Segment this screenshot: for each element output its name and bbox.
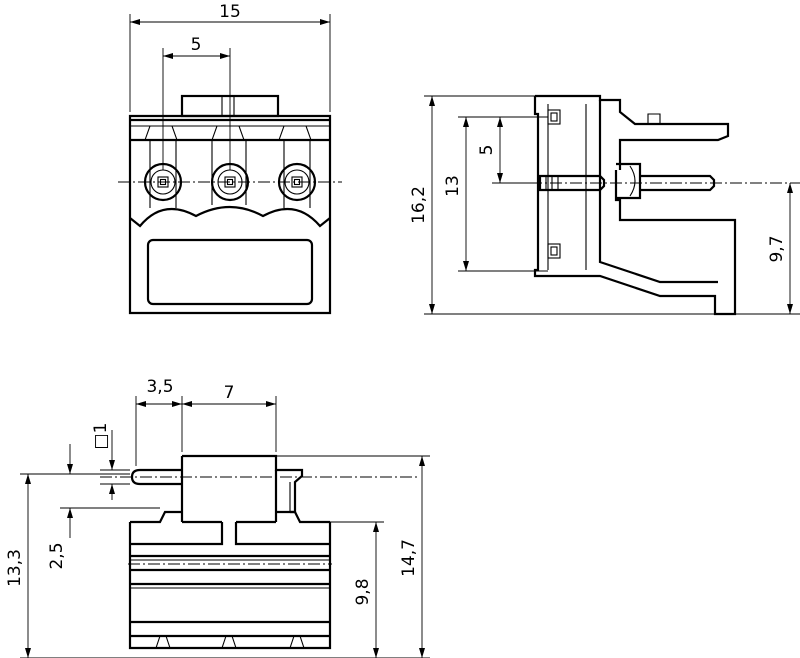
dim-height-14-7: 14,7 [399,539,419,577]
dim-pin-offset-3-5: 3,5 [146,377,173,397]
dim-width-15: 15 [219,2,241,22]
dim-body-height-9-8: 9,8 [353,578,373,605]
dim-side-pitch-5: 5 [477,145,497,156]
dim-height-13-3: 13,3 [5,549,25,587]
dim-pin-square-1: □1 [91,423,111,450]
dim-pin-base-2-5: 2,5 [47,542,67,569]
dim-pin-span-13: 13 [443,175,463,197]
bottom-view: 3,5 7 □1 2,5 13,3 9,8 14,7 [5,377,430,658]
dim-body-width-7: 7 [224,383,235,403]
front-view: 15 5 [118,2,342,315]
side-view: 16,2 13 5 9,7 [409,94,800,316]
dim-pitch-5: 5 [191,35,202,55]
dim-height-16-2: 16,2 [409,186,429,224]
dim-pin-height-9-7: 9,7 [767,235,787,262]
